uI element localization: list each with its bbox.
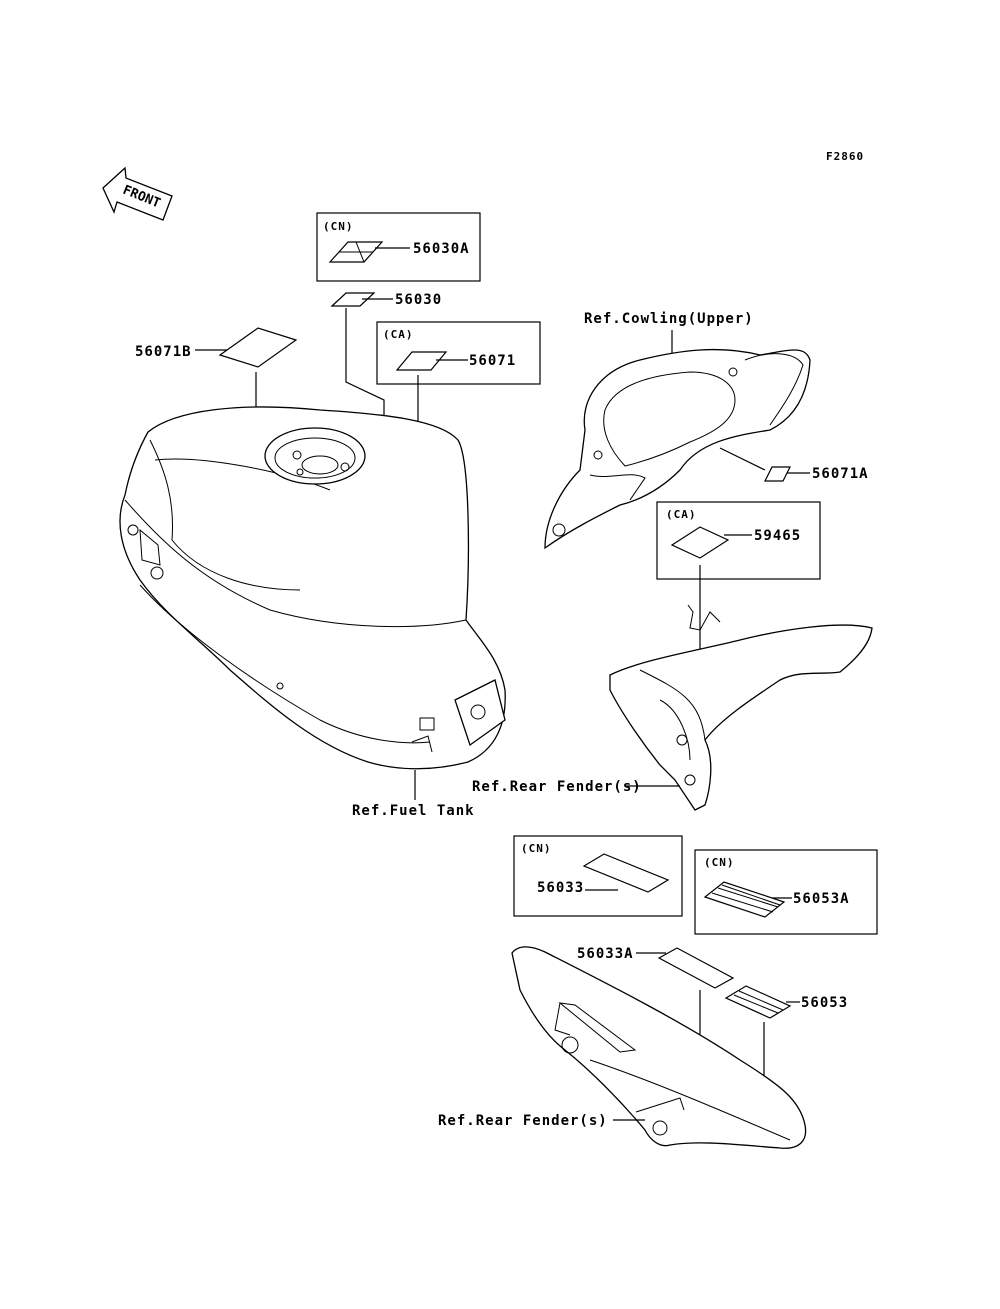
sticker-56030-icon xyxy=(330,292,376,307)
rear-fender-1-icon xyxy=(609,604,873,811)
sticker-56030a-icon xyxy=(328,241,384,263)
cn-code-56033: (CN) xyxy=(521,842,552,855)
cn-box-56033 xyxy=(513,835,683,917)
diagram-code: F2860 xyxy=(826,150,864,163)
part-56071a: 56071A xyxy=(812,466,869,482)
cn-code-56053a: (CN) xyxy=(704,856,735,869)
ca-box-56071 xyxy=(376,321,541,385)
part-56071b: 56071B xyxy=(135,344,192,360)
sticker-56071b-icon xyxy=(218,327,298,368)
ref-rear-fender-2: Ref.Rear Fender(s) xyxy=(438,1113,608,1129)
part-56053: 56053 xyxy=(801,995,848,1011)
rear-fender-2-icon xyxy=(511,946,807,1149)
sticker-56071a-icon xyxy=(764,466,791,482)
part-56071: 56071 xyxy=(469,353,516,369)
sticker-56053a-icon xyxy=(703,881,786,918)
front-arrow-icon: FRONT xyxy=(102,166,173,221)
part-59465: 59465 xyxy=(754,528,801,544)
ca-box-59465 xyxy=(656,501,821,580)
part-56033a: 56033A xyxy=(577,946,634,962)
upper-cowling-icon xyxy=(544,348,811,550)
part-56030: 56030 xyxy=(395,292,442,308)
part-56053a: 56053A xyxy=(793,891,850,907)
sticker-56071-icon xyxy=(395,351,448,371)
part-56030a: 56030A xyxy=(413,241,470,257)
ca-code-56071: (CA) xyxy=(383,328,414,341)
ca-code-59465: (CA) xyxy=(666,508,697,521)
sticker-56053-icon xyxy=(724,985,792,1019)
ref-rear-fender-1: Ref.Rear Fender(s) xyxy=(472,779,642,795)
sticker-56033-icon xyxy=(582,853,670,893)
cn-box-56030a xyxy=(316,212,481,282)
ref-fuel-tank: Ref.Fuel Tank xyxy=(352,803,475,819)
cn-box-56053a xyxy=(694,849,878,935)
sticker-59465-icon xyxy=(670,526,730,559)
part-56033: 56033 xyxy=(537,880,584,896)
cn-code-56030a: (CN) xyxy=(323,220,354,233)
sticker-56033a-icon xyxy=(657,947,735,989)
fuel-tank-icon xyxy=(119,406,506,770)
leader-56071a-drop xyxy=(719,447,766,471)
ref-cowling-upper: Ref.Cowling(Upper) xyxy=(584,311,754,327)
